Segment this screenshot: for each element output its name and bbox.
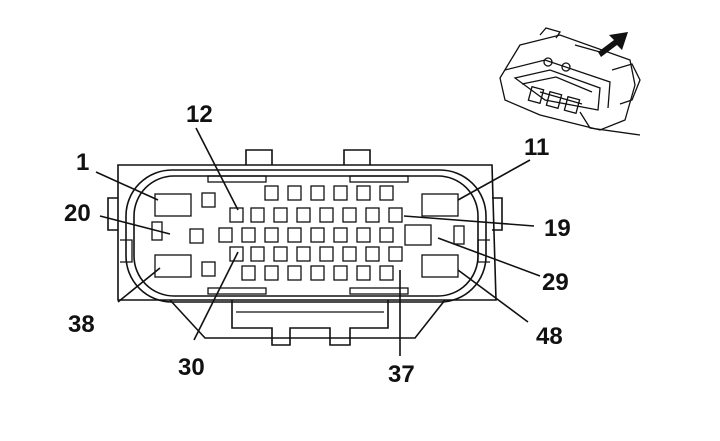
pin	[201, 192, 216, 208]
pin	[296, 246, 311, 262]
connector-iso-icon	[499, 27, 641, 136]
label-pin-12: 12	[186, 101, 213, 128]
pin	[287, 227, 302, 243]
pin	[379, 227, 394, 243]
pin	[218, 227, 233, 243]
pin	[356, 265, 371, 281]
pin	[229, 207, 244, 223]
pin	[379, 265, 394, 281]
pin	[250, 246, 265, 262]
pin	[342, 246, 357, 262]
pin	[365, 246, 380, 262]
label-pin-37: 37	[388, 361, 415, 388]
pin	[287, 185, 302, 201]
large-pin	[404, 224, 432, 246]
large-pin	[154, 254, 192, 278]
large-pin	[421, 193, 459, 217]
large-pins	[154, 193, 459, 278]
label-pin-48: 48	[536, 323, 563, 350]
pin	[365, 207, 380, 223]
label-pin-38: 38	[68, 311, 95, 338]
pin	[333, 265, 348, 281]
pin	[310, 185, 325, 201]
pin	[287, 265, 302, 281]
label-pin-30: 30	[178, 354, 205, 381]
label-pin-1: 1	[76, 149, 89, 176]
large-pin	[154, 193, 192, 217]
pin	[319, 246, 334, 262]
pin	[342, 207, 357, 223]
pin	[189, 228, 204, 244]
pin	[273, 246, 288, 262]
pin	[264, 227, 279, 243]
pin	[388, 207, 403, 223]
pin	[264, 185, 279, 201]
pin	[201, 261, 216, 277]
pin	[296, 207, 311, 223]
pin	[310, 227, 325, 243]
label-pin-29: 29	[542, 269, 569, 296]
pin-grid	[189, 185, 403, 281]
pin	[388, 246, 403, 262]
label-pin-19: 19	[544, 215, 571, 242]
pin	[319, 207, 334, 223]
label-pin-11: 11	[524, 134, 549, 161]
pin	[241, 227, 256, 243]
leader-lines	[95, 127, 541, 356]
pin	[356, 185, 371, 201]
pin	[241, 265, 256, 281]
pin	[310, 265, 325, 281]
pin	[379, 185, 394, 201]
connector-face	[107, 149, 503, 346]
large-pin	[421, 254, 459, 278]
pin	[356, 227, 371, 243]
label-pin-20: 20	[64, 200, 91, 227]
pin	[333, 227, 348, 243]
pin	[264, 265, 279, 281]
pin-labels: 1 12 20 38 30 37 11 19 29 48	[64, 101, 571, 388]
pin	[250, 207, 265, 223]
direction-arrow-icon	[598, 32, 628, 57]
pin	[333, 185, 348, 201]
pin	[273, 207, 288, 223]
